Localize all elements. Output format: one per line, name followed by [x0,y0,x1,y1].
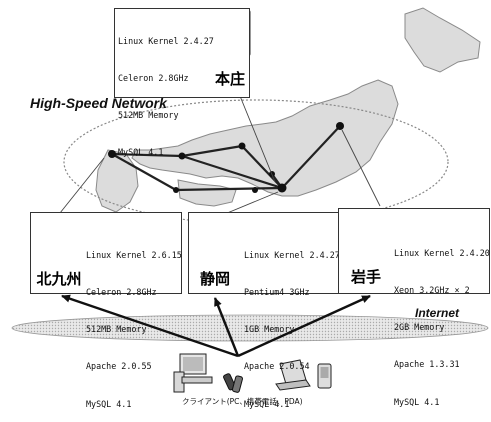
server-kitakyushu-name: 北九州 [36,270,82,288]
spec-line: Apache 1.3.31 [394,359,460,370]
spec-line: Xeon 3.2GHz × 2 [394,285,470,296]
japan-map [95,7,481,213]
client-arrows [61,294,371,358]
shikoku-shape [177,179,237,207]
server-honjo-name: 本庄 [214,70,245,88]
server-iwate-specs: Linux Kernel 2.4.20 Xeon 3.2GHz × 2 2GB … [394,222,490,420]
client-label: クライアント(PC、携帯電話、PDA) [182,397,303,406]
laptop-icon [275,359,311,391]
server-honjo-box [114,8,250,98]
spec-line: 2GB Memory [394,322,445,333]
kyushu-shape [95,149,139,213]
internet-band [11,314,489,342]
server-kitakyushu-specs: Linux Kernel 2.6.15 Celeron 2.8GHz 512MB… [86,224,182,422]
diagram-canvas [11,7,489,393]
spec-line: MySQL 4.1 [86,398,132,409]
spec-line: Linux Kernel 2.6.15 [86,249,182,260]
spec-line: Linux Kernel 2.4.20 [394,247,490,258]
pda-icon [317,363,332,389]
hokkaido-shape [404,7,481,73]
spec-line: Pentium4 3GHz [244,287,310,298]
spec-line: Celeron 2.8GHz [118,73,189,84]
spec-line: Celeron 2.8GHz [86,287,157,298]
client-devices [173,353,332,393]
server-iwate-name: 岩手 [350,268,381,286]
spec-line: Linux Kernel 2.4.27 [244,249,340,260]
server-honjo-specs: Linux Kernel 2.4.27 Celeron 2.8GHz 512MB… [118,10,214,171]
server-shizuoka-name: 静岡 [199,270,230,288]
honshu-shape [131,79,399,197]
spec-line: 1GB Memory [244,324,295,335]
spec-line: Apache 2.0.54 [244,361,310,372]
spec-line: MySQL 4.1 [394,396,440,407]
mobile-phone-icon [223,373,243,393]
server-kitakyushu-box [30,212,182,294]
spec-line: MySQL 4.1 [244,398,290,409]
server-shizuoka-specs: Linux Kernel 2.4.27 Pentium4 3GHz 1GB Me… [244,224,340,422]
spec-line: 512MB Memory [118,110,179,121]
spec-line: Linux Kernel 2.4.27 [118,35,214,46]
server-iwate-box [338,208,490,294]
internet-label: Internet [415,306,460,320]
server-shizuoka-box [188,212,340,294]
high-speed-network-label: High-Speed Network [30,95,167,111]
spec-line: Apache 2.0.55 [86,361,152,372]
pc-icon [173,353,213,393]
spec-line: MySQL 4.1 [118,147,164,158]
spec-line: 512MB Memory [86,324,147,335]
